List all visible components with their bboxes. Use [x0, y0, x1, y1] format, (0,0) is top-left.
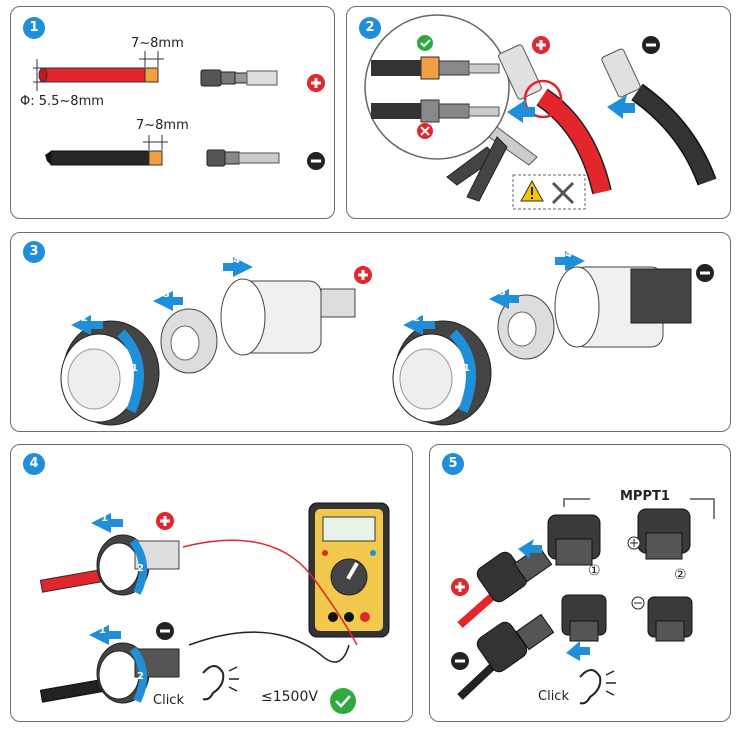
callout-arrow-2-left	[71, 315, 103, 335]
multimeter	[308, 502, 390, 638]
ear-icon	[202, 665, 239, 701]
connector-assembly-illustration	[60, 251, 714, 426]
callout-arrow-1-bottom	[89, 625, 121, 645]
inverter-port-2-negative	[647, 596, 693, 642]
crimping-tool	[446, 126, 538, 202]
positive-connector-parts	[200, 69, 278, 87]
minus-icon	[642, 36, 660, 54]
voltage-label: ≤1500V	[261, 689, 318, 705]
callout-label: 1	[101, 513, 108, 524]
inverter-port-1-negative	[561, 594, 607, 642]
insert-arrow	[518, 539, 542, 559]
port-1-label: ①	[588, 563, 601, 579]
step-number-badge: 1	[23, 17, 45, 39]
positive-connector-test	[39, 534, 180, 596]
callout-arrow-1-top	[91, 513, 123, 533]
callout-arrow-3-right	[489, 289, 519, 309]
positive-cable-crimped	[498, 44, 612, 195]
callout-arrow-2-right	[403, 315, 435, 335]
mppt-bracket-right	[690, 498, 715, 519]
minus-icon	[156, 622, 174, 640]
positive-cable-connector	[457, 545, 553, 628]
check-icon	[330, 688, 356, 714]
inverter-port-2-positive	[637, 508, 691, 560]
left-assembly	[60, 278, 356, 426]
ear-icon	[579, 669, 616, 705]
magnifier-detail	[364, 14, 510, 160]
panel-step-4: 4	[10, 444, 413, 722]
right-assembly	[392, 266, 692, 426]
panel-step-2: 2	[346, 6, 731, 219]
black-cable	[45, 150, 163, 166]
strip-length-bottom-label: 7~8mm	[136, 118, 189, 133]
callout-label: 2	[137, 671, 144, 682]
black-test-lead	[188, 631, 350, 663]
callout-label: 2	[137, 563, 144, 574]
callout-label: 3	[499, 287, 506, 298]
callout-arrow-4-left	[223, 257, 253, 277]
mppt-bracket-left	[563, 498, 590, 507]
diameter-label: Φ: 5.5~8mm	[20, 94, 104, 109]
panel-step-3: 3	[10, 232, 731, 432]
multimeter-test-illustration	[39, 502, 390, 714]
red-cable	[38, 67, 159, 83]
plus-icon	[451, 578, 469, 596]
callout-label: 3	[163, 289, 170, 300]
callout-label: 4	[565, 249, 572, 260]
minus-outline-icon	[631, 596, 645, 610]
minus-icon	[696, 264, 714, 282]
callout-label: 1	[99, 625, 106, 636]
callout-arrow-4-right	[555, 251, 585, 271]
plus-outline-icon	[627, 536, 641, 550]
plus-icon	[532, 36, 550, 54]
crimping-illustration	[364, 14, 717, 210]
insert-arrow	[607, 95, 635, 119]
plus-icon	[307, 74, 325, 92]
click-label: Click	[538, 689, 569, 704]
minus-icon	[451, 652, 469, 670]
inverter-connection-illustration	[451, 498, 715, 705]
step-number-badge: 2	[359, 17, 381, 39]
click-label: Click	[153, 693, 184, 708]
insert-arrow	[507, 99, 535, 123]
callout-label: 2	[413, 313, 420, 324]
step-number-badge: 3	[23, 241, 45, 263]
step-number-badge: 4	[23, 453, 45, 475]
callout-arrow-3-left	[153, 291, 183, 311]
strip-length-top-label: 7~8mm	[131, 36, 184, 51]
minus-icon	[307, 152, 325, 170]
negative-cable-crimped	[601, 48, 717, 186]
callout-label: 4	[233, 255, 240, 266]
inverter-port-1-positive	[547, 514, 601, 566]
negative-connector-parts	[206, 149, 280, 167]
negative-connector-test	[39, 642, 180, 704]
callout-label: 1	[131, 363, 138, 374]
plus-icon	[156, 512, 174, 530]
panel-step-1: 1	[10, 6, 335, 219]
port-2-label: ②	[674, 567, 687, 583]
cross-icon	[417, 123, 433, 139]
red-test-lead	[182, 539, 358, 646]
panel-step-5: 5	[429, 444, 731, 722]
negative-cable-connector	[457, 613, 555, 700]
plus-icon	[354, 266, 372, 284]
callout-label: 1	[463, 363, 470, 374]
step-number-badge: 5	[442, 453, 464, 475]
mppt-label: MPPT1	[620, 489, 670, 504]
tool-warning-box	[512, 174, 586, 210]
callout-label: 2	[81, 313, 88, 324]
check-icon	[417, 35, 433, 51]
cable-stripping-illustration	[33, 51, 325, 170]
insert-arrow	[566, 641, 590, 661]
